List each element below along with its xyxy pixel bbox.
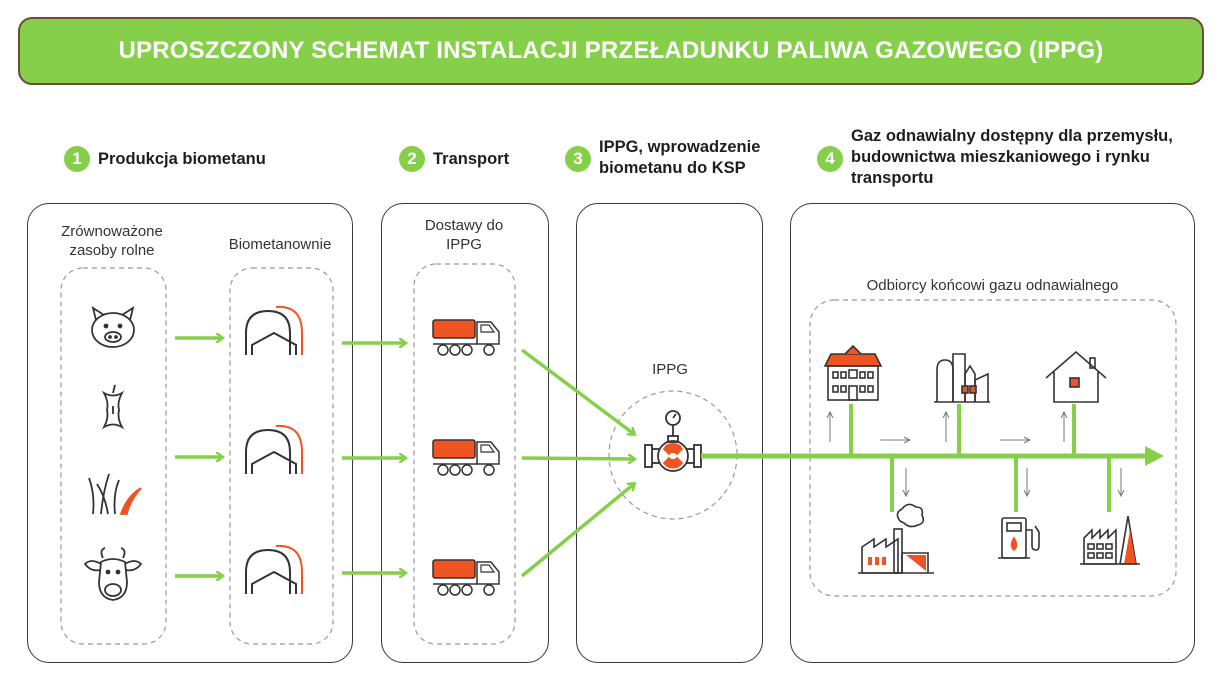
consumers-label: Odbiorcy końcowi gazu odnawialnego (866, 277, 1119, 294)
step-2-header: 2 Transport (399, 146, 509, 172)
tanker-truck-icon-3 (432, 559, 500, 596)
step-3-header: 3 IPPG, wprowadzenie biometanu do KSP (565, 137, 799, 179)
plants-label: Biometanownie (228, 236, 332, 253)
biomethane-plant-icon-3 (245, 544, 303, 595)
arrow-truck-ippg-3 (520, 484, 634, 578)
deliveries-label: Dostawy do IPPG (424, 217, 504, 253)
step-4-header: 4 Gaz odnawialny dostępny dla przemysłu,… (817, 126, 1186, 189)
production-panel (27, 203, 353, 663)
step-1-header: 1 Produkcja biometanu (64, 146, 266, 172)
arrow-truck-ippg-2 (521, 458, 634, 459)
ippg-panel (576, 203, 763, 663)
sawtooth-factory-icon (1080, 515, 1140, 565)
biomethane-plant-icon-1 (245, 305, 303, 356)
title-banner: UPROSZCZONY SCHEMAT INSTALACJI PRZEŁADUN… (18, 17, 1204, 85)
diagram-title: UPROSZCZONY SCHEMAT INSTALACJI PRZEŁADUN… (118, 37, 1104, 64)
tanker-truck-icon-1 (432, 319, 500, 356)
plants-frame (229, 267, 334, 645)
apple-core-icon (101, 384, 125, 430)
house-icon (1045, 350, 1107, 403)
cow-icon (83, 547, 143, 601)
fuel-station-icon (998, 517, 1040, 559)
step-1-label: Produkcja biometanu (98, 150, 266, 168)
step-4-label: Gaz odnawialny dostępny dla przemysłu, b… (851, 127, 1173, 187)
step-4-number: 4 (817, 146, 843, 172)
grass-icon (88, 473, 142, 515)
deliveries-frame (413, 263, 516, 645)
step-2-number: 2 (399, 146, 425, 172)
industrial-plant-icon (934, 353, 990, 403)
resources-frame (60, 267, 167, 645)
transport-panel (381, 203, 549, 663)
consumers-frame (809, 299, 1177, 597)
step-3-number: 3 (565, 146, 591, 172)
arrow-truck-ippg-1 (520, 348, 634, 434)
consumers-panel (790, 203, 1195, 663)
residential-building-icon (823, 344, 883, 401)
factory-icon (858, 503, 934, 574)
ippg-label: IPPG (652, 361, 688, 378)
pig-icon (91, 306, 135, 348)
step-3-label: IPPG, wprowadzenie biometanu do KSP (599, 138, 761, 177)
step-1-number: 1 (64, 146, 90, 172)
resources-label: Zrównoważone zasoby rolne (61, 223, 163, 259)
distribution-arrowhead (1145, 446, 1164, 466)
biomethane-plant-icon-2 (245, 424, 303, 475)
gas-valve-station-icon (644, 410, 702, 472)
step-2-label: Transport (433, 150, 510, 168)
tanker-truck-icon-2 (432, 439, 500, 476)
